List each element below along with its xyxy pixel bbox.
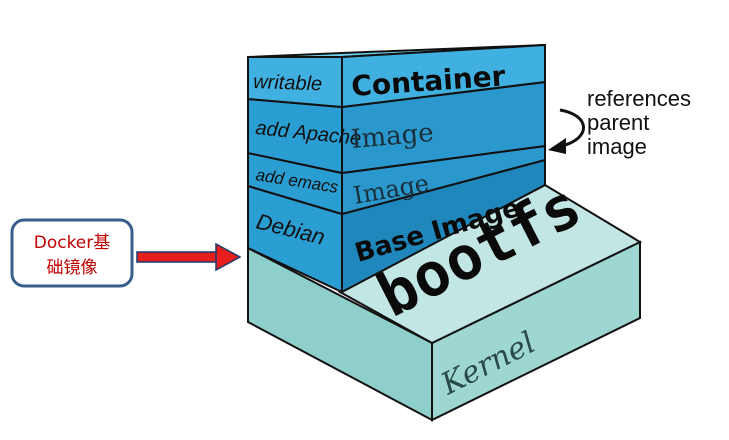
curved-arrow-head — [548, 138, 566, 154]
red-arrow-head — [215, 242, 242, 272]
callout-line-1: Docker基 — [34, 233, 111, 253]
red-right-arrow-icon — [136, 242, 242, 272]
docker-base-image-callout: Docker基 础镜像 — [10, 218, 134, 288]
references-line-3: image — [587, 134, 647, 159]
references-note: references parent image — [548, 86, 691, 159]
kernel-layer: Kernel — [247, 240, 641, 422]
writable-side-label: writable — [253, 71, 323, 95]
callout-line-2: 础镜像 — [47, 258, 98, 278]
apache-layer: add Apache Image — [247, 80, 546, 175]
curved-arrow-icon — [559, 108, 585, 148]
references-line-1: references — [587, 86, 691, 111]
container-front-face — [341, 43, 546, 109]
red-arrow-shaft — [136, 251, 220, 263]
callout-box — [10, 218, 134, 288]
apache-image-label: Image — [350, 118, 435, 155]
container-layer: writable Container — [247, 43, 546, 109]
references-line-2: parent — [587, 110, 649, 135]
